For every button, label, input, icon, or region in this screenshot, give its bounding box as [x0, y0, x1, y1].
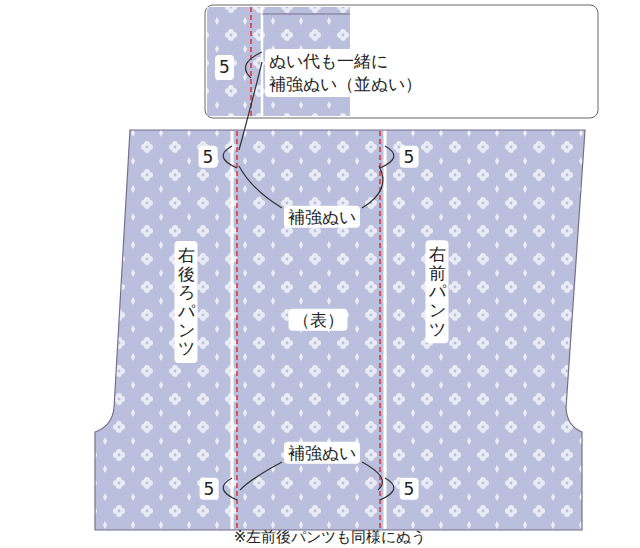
seam-lines: [232, 131, 385, 529]
note-text: ぬい代も一緒に 補強ぬい（並ぬい）: [265, 49, 463, 97]
footnote: ※左前後パンツも同様にぬう: [234, 528, 427, 546]
dimension-number: 5: [400, 478, 419, 500]
dimension-number: 5: [400, 146, 419, 168]
side-label: （表）: [289, 309, 348, 331]
stitch-label: 補強ぬい: [284, 206, 360, 228]
stitch-label: 補強ぬい: [284, 442, 360, 464]
dimension-number: 5: [199, 146, 218, 168]
inset-box: [205, 5, 598, 118]
dimension-arcs: [223, 146, 394, 500]
leader-lines: [239, 62, 383, 490]
fabric-panel: [95, 130, 585, 530]
part-name: 右前パンツ: [426, 240, 449, 343]
dimension-number: 5: [200, 478, 219, 500]
inset-callout-box: 5 ぬい代も一緒に 補強ぬい（並ぬい）: [205, 5, 598, 118]
part-name: 右後ろパンツ: [175, 241, 198, 363]
dimension-number: 5: [215, 55, 234, 80]
